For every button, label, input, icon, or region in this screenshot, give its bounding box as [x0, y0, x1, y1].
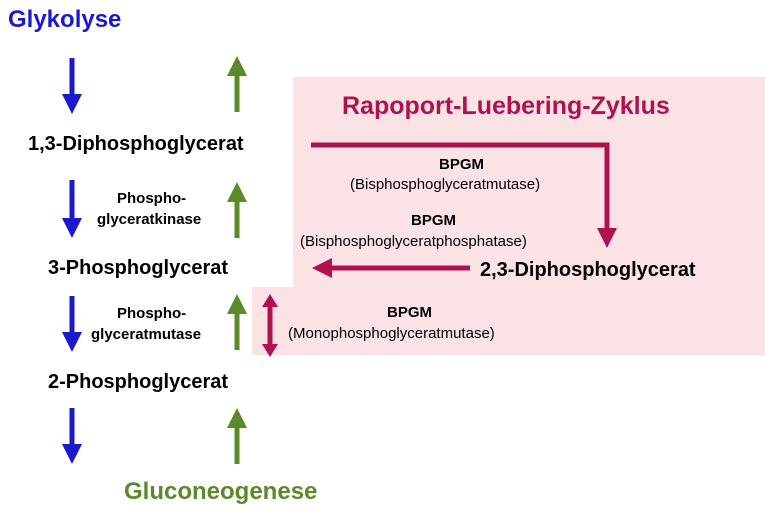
bpgm-monomutase-name: BPGM: [387, 304, 432, 321]
metabolite-23-diphosphoglycerat: 2,3-Diphosphoglycerat: [480, 259, 696, 281]
metabolite-2-phosphoglycerat: 2-Phosphoglycerat: [48, 371, 229, 393]
cycle-background-upper: [293, 77, 765, 287]
metabolite-13-diphosphoglycerat: 1,3-Diphosphoglycerat: [28, 133, 244, 155]
cycle-title: Rapoport-Luebering-Zyklus: [342, 92, 670, 120]
bpgm-monomutase-desc: (Monophosphoglyceratmutase): [288, 325, 495, 342]
gluconeogenesis-title: Gluconeogenese: [124, 478, 318, 505]
enzyme-mutase-line2: glyceratmutase: [91, 326, 202, 343]
bpgm-mutase-name: BPGM: [439, 156, 484, 173]
cycle-arrow-mutase: [311, 142, 617, 248]
enzyme-mutase-line1: Phospho-: [117, 305, 187, 322]
cycle-arrowhead-up: [262, 294, 278, 307]
bpgm-phosphatase-desc: (Bisphosphoglyceratphosphatase): [300, 233, 527, 250]
cycle-background-lower: [252, 287, 765, 355]
bpgm-phosphatase-name: BPGM: [411, 212, 456, 229]
enzyme-kinase-line1: Phospho-: [117, 190, 187, 207]
metabolite-3-phosphoglycerat: 3-Phosphoglycerat: [48, 257, 229, 279]
glycolysis-title: Glykolyse: [8, 6, 122, 33]
cycle-arrowhead-down: [262, 344, 278, 357]
enzyme-kinase-line2: glyceratkinase: [97, 211, 202, 228]
bpgm-mutase-desc: (Bisphosphoglyceratmutase): [350, 176, 541, 193]
